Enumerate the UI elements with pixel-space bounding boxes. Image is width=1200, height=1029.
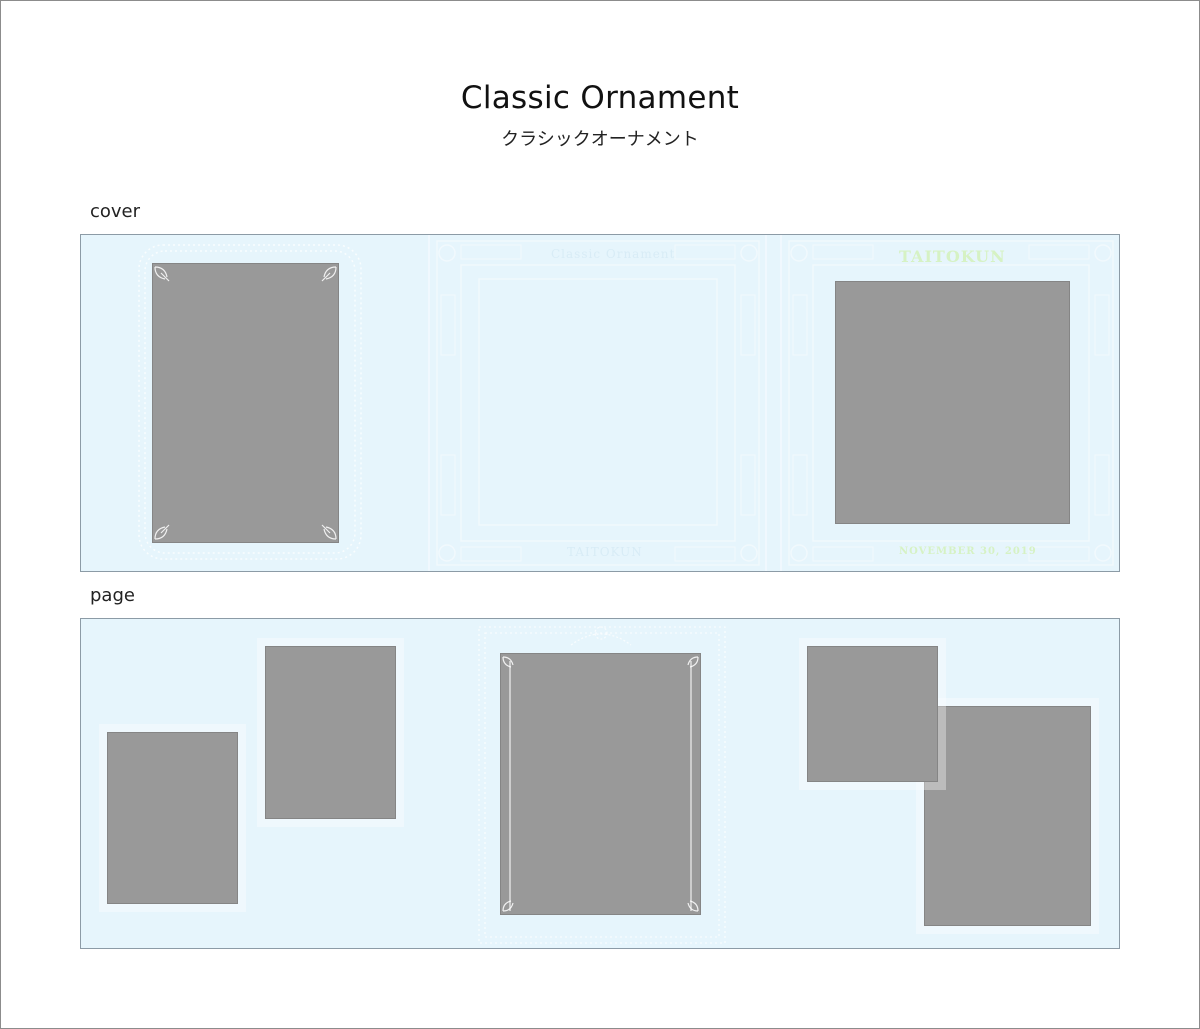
spine-middle-frame <box>460 264 736 542</box>
page-subtitle: クラシックオーナメント <box>501 129 699 150</box>
cover-section-label: cover <box>90 201 141 222</box>
corner-flourish-icon <box>154 524 170 540</box>
cover-ornament-layer <box>138 235 1114 571</box>
spine-corner-circle-tl <box>438 244 456 262</box>
spine-bottom-text: TAITOKUN <box>567 545 643 559</box>
cover-panel: Classic Ornament TAITOKUN TAITOKUN NOVEM… <box>80 234 1120 572</box>
front-corner-circle-tr <box>1094 244 1112 262</box>
spine-top-text: Classic Ornament <box>551 247 676 261</box>
arch-center-circle <box>594 626 608 640</box>
corner-flourish-icon <box>687 656 699 668</box>
page-center-photo[interactable] <box>500 653 701 915</box>
corner-flourish-icon <box>687 900 699 912</box>
back-cover-dotted-frame <box>138 244 362 560</box>
spine-corner-circle-bl <box>438 544 456 562</box>
center-photo-vines <box>502 656 699 912</box>
front-corner-circle-bl <box>790 544 808 562</box>
back-cover-inner-dotted-frame <box>144 250 356 554</box>
back-cover-photo-placeholder[interactable] <box>152 263 339 543</box>
page-left-photo-2[interactable] <box>265 646 396 819</box>
front-cover-title: TAITOKUN <box>899 247 1006 266</box>
center-dotted-frame <box>478 626 726 944</box>
page-left-photo-1[interactable] <box>107 732 238 904</box>
page-section-label: page <box>90 585 135 606</box>
front-cover-date: NOVEMBER 30, 2019 <box>899 546 1037 557</box>
page-panel <box>80 618 1120 949</box>
spine-inner-frame <box>478 278 718 526</box>
page-right-photo-large[interactable] <box>924 706 1091 926</box>
arch-ornament-icon <box>570 633 632 646</box>
corner-flourish-icon <box>154 266 170 282</box>
corner-flourish-icon <box>321 266 337 282</box>
corner-flourish-icon <box>321 524 337 540</box>
spine-outer-frame <box>436 240 760 566</box>
spine-corner-circle-br <box>740 544 758 562</box>
front-cover-photo-placeholder[interactable] <box>835 281 1070 524</box>
page-right-photo-small[interactable] <box>807 646 938 782</box>
spine-corner-circle-tr <box>740 244 758 262</box>
center-inner-dotted-frame <box>484 632 720 938</box>
front-corner-circle-tl <box>790 244 808 262</box>
corner-flourish-icon <box>502 900 514 912</box>
front-inner-frame <box>812 264 1090 542</box>
back-photo-corner-ornaments <box>154 266 337 540</box>
front-corner-circle-br <box>1094 544 1112 562</box>
page-title: Classic Ornament <box>460 80 740 116</box>
corner-flourish-icon <box>502 656 514 668</box>
front-outer-frame <box>788 240 1114 566</box>
